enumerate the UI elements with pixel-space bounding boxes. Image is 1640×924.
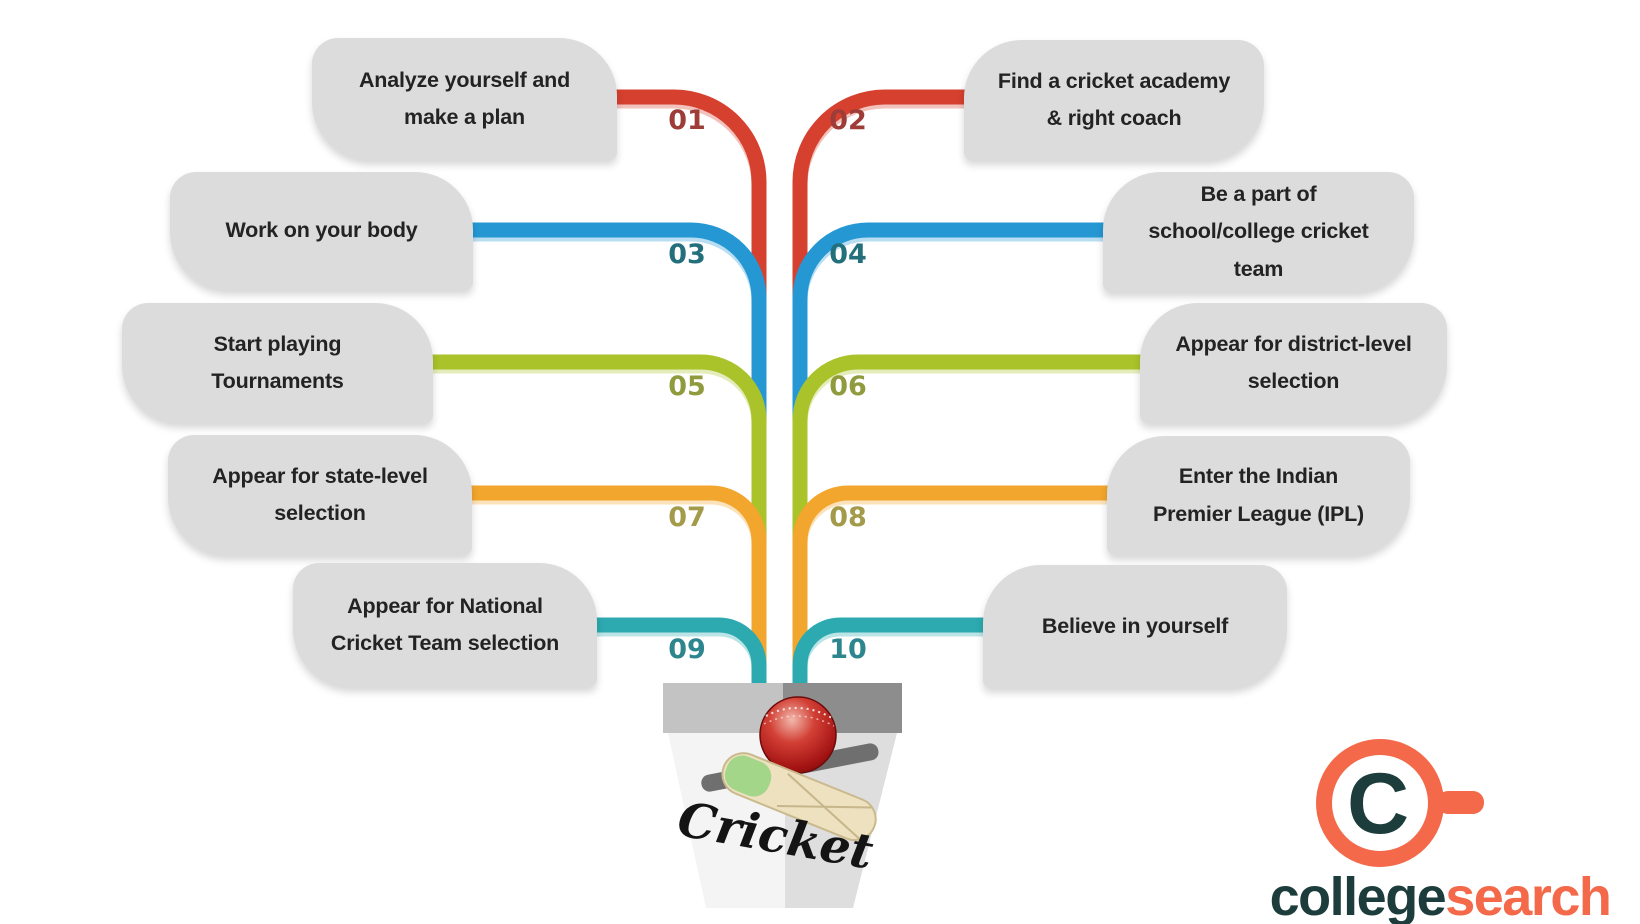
step-box-04: Be a part of school/college cricket team [1103, 172, 1414, 292]
logo-wordmark: collegesearch [1245, 866, 1635, 924]
connector-line-09 [594, 617, 767, 696]
logo-letter: C [1347, 756, 1409, 852]
step-box-10: Believe in yourself [983, 565, 1287, 688]
step-number-03: 03 [668, 239, 706, 270]
connector-line-05 [430, 354, 767, 696]
step-box-08: Enter the Indian Premier League (IPL) [1107, 436, 1410, 555]
step-box-06: Appear for district-level selection [1140, 303, 1447, 423]
step-number-06: 06 [829, 371, 867, 402]
step-box-09: Appear for National Cricket Team selecti… [293, 563, 597, 687]
connector-line-03 [470, 222, 767, 696]
connector-line-08 [792, 485, 1110, 696]
connector-line-04 [792, 222, 1105, 696]
step-number-10: 10 [829, 634, 867, 665]
step-number-07: 07 [668, 502, 706, 533]
cricket-bat-icon [721, 752, 877, 842]
logo-word-college: college [1269, 867, 1447, 924]
cricket-ball-icon [759, 696, 837, 774]
step-box-02: Find a cricket academy & right coach [964, 40, 1264, 160]
connector-line-06 [792, 354, 1143, 696]
logo-word-search: search [1445, 867, 1612, 924]
step-box-03: Work on your body [170, 172, 473, 290]
step-number-02: 02 [829, 105, 867, 136]
step-box-07: Appear for state-level selection [168, 435, 472, 555]
connector-line-02 [792, 89, 966, 696]
connector-line-01 [613, 89, 767, 696]
step-number-05: 05 [668, 371, 706, 402]
connector-line-07 [469, 485, 767, 696]
step-number-04: 04 [829, 239, 867, 270]
step-number-08: 08 [829, 502, 867, 533]
step-box-05: Start playing Tournaments [122, 303, 433, 423]
step-box-01: Analyze yourself and make a plan [312, 38, 617, 160]
step-number-01: 01 [668, 105, 706, 136]
connector-line-10 [792, 617, 986, 696]
search-magnifier-icon: C [1316, 739, 1484, 867]
step-number-09: 09 [668, 634, 706, 665]
